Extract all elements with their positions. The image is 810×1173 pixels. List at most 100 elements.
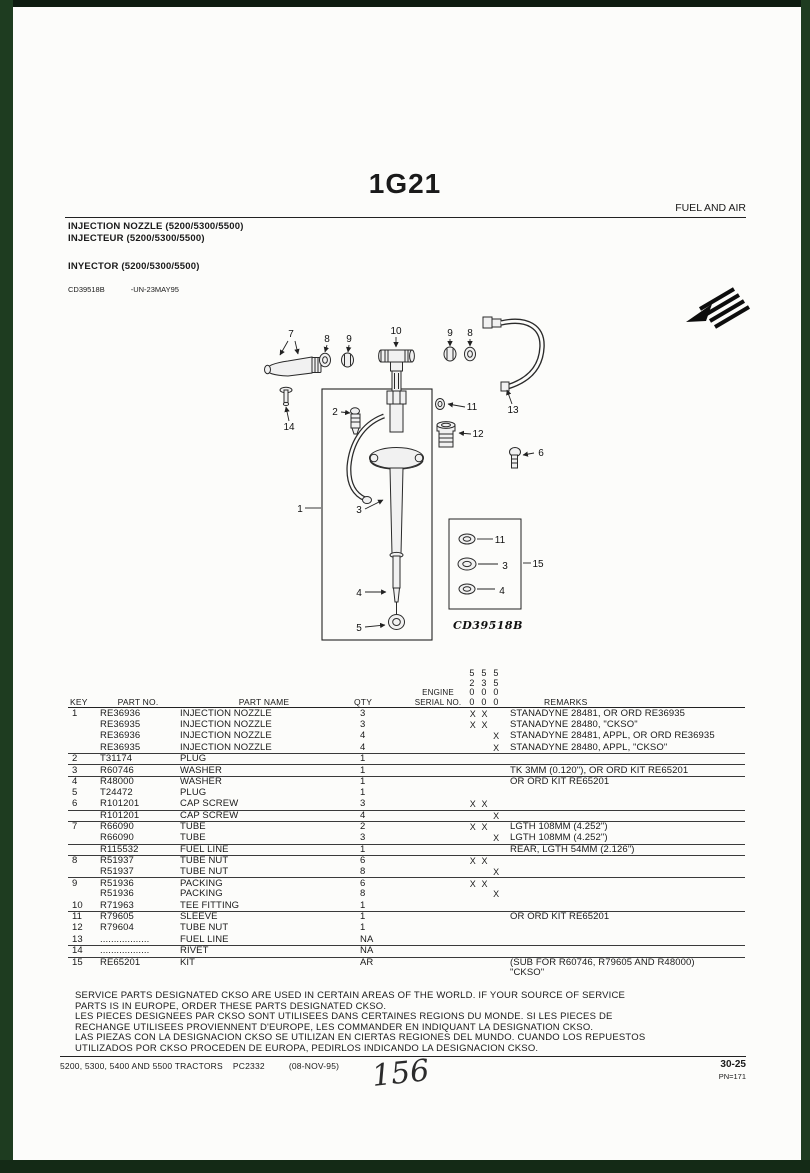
cell-part-no: R51936 — [100, 877, 134, 889]
serial-mark — [490, 799, 502, 809]
part-cap-screw — [509, 447, 521, 469]
header-rule — [65, 217, 746, 218]
part-washer-right — [464, 346, 476, 362]
serial-mark: X — [481, 878, 488, 889]
scan-edge-top — [0, 0, 810, 7]
cell-key: 11 — [72, 911, 83, 923]
col-header-qty: QTY — [354, 697, 373, 707]
cell-remarks: STANADYNE 28481, APPL, OR ORD RE36935 — [510, 730, 715, 742]
note-line: RECHANGE UTILISEES PROVIENNENT D'EUROPE,… — [75, 1021, 594, 1033]
cell-qty: 4 — [360, 809, 366, 821]
cell-part-no: T24472 — [100, 786, 133, 798]
leader-lines — [279, 337, 535, 629]
title-spanish: INYECTOR (5200/5300/5500) — [68, 261, 200, 272]
callout-label: 9 — [346, 334, 352, 345]
title-french: INJECTEUR (5200/5300/5500) — [68, 233, 205, 244]
serial-mark — [479, 889, 491, 899]
callout-label: 7 — [288, 329, 294, 340]
cell-remarks: TK 3MM (0.120"), OR ORD KIT RE65201 — [510, 764, 689, 776]
table-row: "CKSO" — [68, 968, 745, 979]
serial-digit: 2 — [469, 677, 475, 688]
cell-part-name: FUEL LINE — [180, 843, 229, 855]
callout-label: 1 — [297, 504, 303, 515]
cell-key: 10 — [72, 899, 83, 911]
cell-qty: 1 — [360, 753, 366, 765]
cell-serial: X — [412, 867, 502, 877]
cell-qty: 1 — [360, 764, 366, 776]
cell-key: 15 — [72, 956, 83, 968]
cell-part-no: T31174 — [100, 753, 133, 765]
figure-id: CD39518B — [68, 285, 105, 294]
serial-mark: X — [481, 799, 488, 810]
footer-rule — [60, 1056, 746, 1057]
callout-label: 13 — [507, 405, 519, 416]
part-fuel-line-curved — [482, 316, 545, 392]
handwritten-number: 156 — [370, 1053, 431, 1094]
serial-mark — [490, 720, 502, 730]
footer-date: (08-NOV-95) — [288, 1061, 340, 1071]
serial-no-label: SERIAL NO. — [414, 697, 462, 707]
callout-label: 2 — [332, 407, 338, 418]
cell-qty: 1 — [360, 843, 366, 855]
engine-label: ENGINE — [422, 688, 454, 697]
cell-key: 1 — [72, 707, 78, 719]
cell-part-no: R51937 — [100, 865, 134, 877]
serial-mark: X — [469, 856, 476, 866]
serial-digit: 0 — [469, 687, 475, 697]
part-nut-left — [341, 352, 354, 368]
cell-key: 8 — [72, 855, 78, 866]
note-line: UTILIZADOS POR CKSO PROCEDEN DE EUROPA, … — [75, 1042, 539, 1054]
service-notes: SERVICE PARTS DESIGNATED CKSO ARE USED I… — [75, 990, 695, 1055]
serial-mark — [490, 856, 502, 866]
col-header-remarks: REMARKS — [544, 697, 588, 707]
figure-revision: -UN-23MAY95 — [130, 285, 179, 294]
serial-mark — [467, 731, 479, 741]
scan-edge-left — [0, 0, 13, 1173]
parts-table: KEY PART NO. PART NAME QTY ENGINE SERIAL… — [68, 654, 745, 979]
part-tube-nut — [436, 421, 456, 448]
page-turn-arrow-icon — [686, 287, 751, 329]
cell-key: 7 — [72, 821, 78, 833]
serial-digit: 0 — [481, 687, 487, 697]
footer-catalog: PC2332 — [232, 1061, 265, 1071]
cell-part-no: RE36936 — [100, 730, 141, 742]
cell-qty: 1 — [360, 775, 366, 787]
note-line: LAS PIEZAS CON LA DESIGNACION CKSO SE UT… — [75, 1032, 646, 1044]
cell-part-name: TUBE — [180, 831, 206, 843]
callout-label: 5 — [356, 623, 362, 634]
cell-part-name: WASHER — [180, 775, 222, 787]
scan-edge-bottom — [0, 1160, 810, 1173]
cell-serial: X — [412, 889, 502, 899]
cell-remarks: LGTH 108MM (4.252") — [510, 831, 608, 843]
part-fuel-line-end — [264, 356, 322, 377]
serial-mark — [479, 743, 491, 753]
cell-part-no: .................. — [100, 945, 150, 957]
cell-part-name: INJECTION NOZZLE — [180, 707, 272, 719]
serial-mark: X — [469, 878, 476, 889]
cell-part-name: TUBE — [180, 821, 206, 833]
callout-label: 9 — [447, 328, 453, 339]
cell-qty: 8 — [360, 865, 366, 877]
cell-qty: 2 — [360, 821, 366, 833]
title-english: INJECTION NOZZLE (5200/5300/5500) — [68, 221, 244, 232]
cell-part-no: R60746 — [100, 764, 134, 776]
cell-part-no: RE65201 — [100, 956, 141, 968]
cell-qty: 4 — [360, 730, 366, 742]
callout-label: 3 — [356, 505, 362, 516]
